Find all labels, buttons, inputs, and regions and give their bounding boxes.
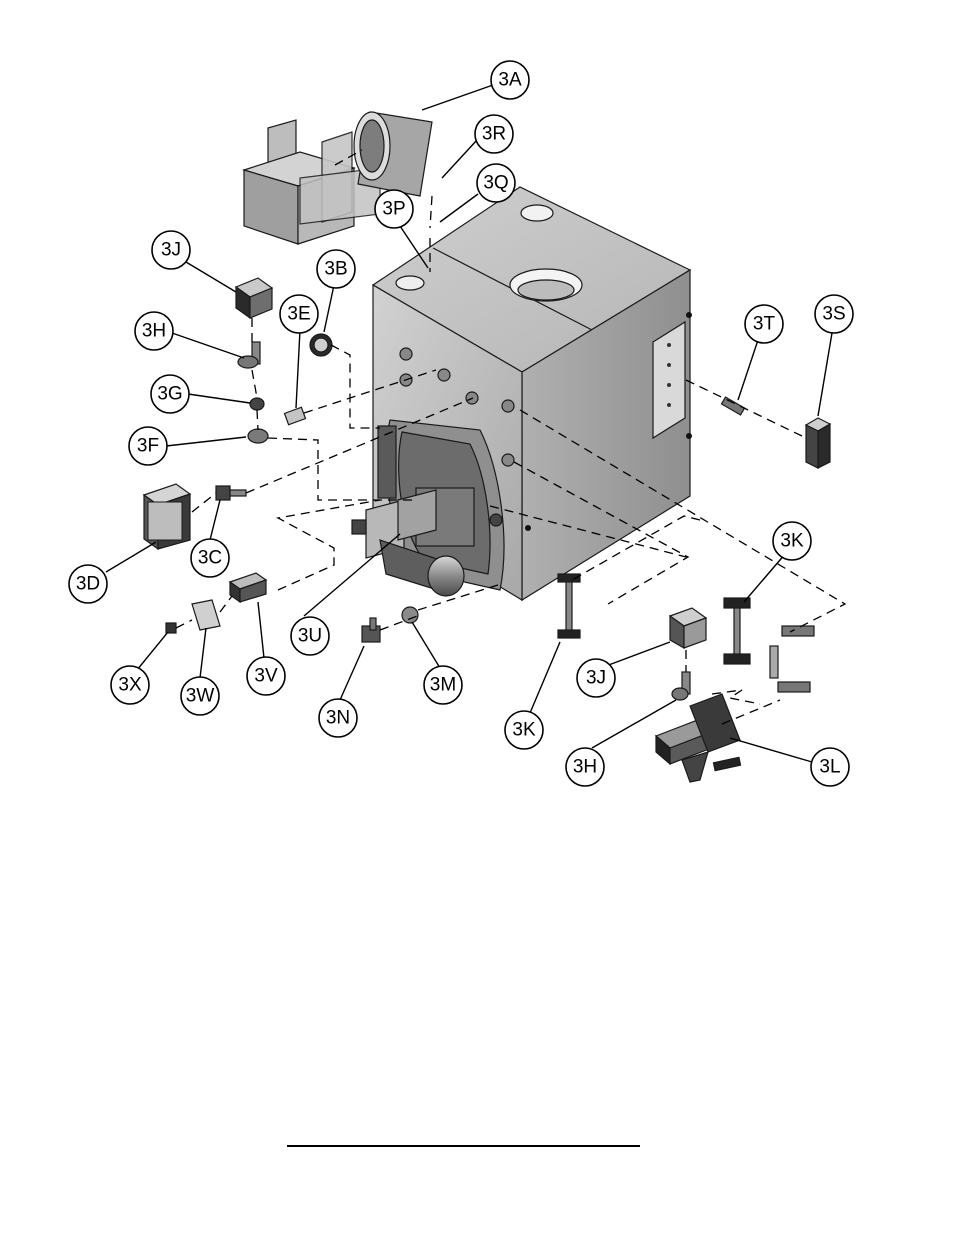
callout-3M: 3M xyxy=(423,665,463,705)
bushing-3X xyxy=(165,622,177,634)
bushing-3M xyxy=(401,606,419,624)
terminal-block-3V xyxy=(228,572,268,604)
gauge-glass-3K-left xyxy=(557,573,581,639)
callout-3W: 3W xyxy=(180,676,220,716)
callout-3J-top: 3J xyxy=(151,230,191,270)
callout-3E: 3E xyxy=(279,294,319,334)
leader-lines xyxy=(105,84,833,763)
svg-text:3M: 3M xyxy=(430,675,456,696)
callout-3J-bottom: 3J xyxy=(576,658,616,698)
svg-text:3H: 3H xyxy=(573,757,597,778)
pressure-tee-3H-bottom xyxy=(671,671,691,701)
fitting-3E xyxy=(283,406,307,426)
callout-3A: 3A xyxy=(490,60,530,100)
gauge-glass-3K-right xyxy=(723,597,815,693)
callout-3S: 3S xyxy=(814,294,854,334)
svg-text:3N: 3N xyxy=(326,708,350,729)
svg-text:3C: 3C xyxy=(198,548,222,569)
callout-3K-bottom: 3K xyxy=(504,710,544,750)
callout-3H-bottom: 3H xyxy=(565,747,605,787)
svg-text:3G: 3G xyxy=(157,384,182,405)
svg-text:3B: 3B xyxy=(324,259,347,280)
oil-burner-3U xyxy=(351,487,475,597)
svg-text:3J: 3J xyxy=(161,240,181,261)
callout-3C: 3C xyxy=(190,538,230,578)
callout-3K-right: 3K xyxy=(772,521,812,561)
svg-text:3K: 3K xyxy=(512,720,536,741)
svg-text:3P: 3P xyxy=(382,199,405,220)
callout-3B: 3B xyxy=(316,249,356,289)
svg-text:3A: 3A xyxy=(498,70,522,91)
control-box-3D xyxy=(142,483,192,551)
callout-3F: 3F xyxy=(128,426,168,466)
callout-3H-top: 3H xyxy=(134,311,174,351)
temperature-sensor-3T xyxy=(720,396,746,416)
junction-box-3J-bottom xyxy=(668,607,708,650)
svg-text:3U: 3U xyxy=(298,626,322,647)
callout-3N: 3N xyxy=(318,698,358,738)
aquastat-3S xyxy=(804,417,832,469)
callout-3U: 3U xyxy=(290,616,330,656)
gauge-3B xyxy=(309,333,333,357)
svg-text:3X: 3X xyxy=(118,675,142,696)
plate-3W xyxy=(191,599,221,631)
svg-text:3E: 3E xyxy=(287,304,310,325)
svg-text:3W: 3W xyxy=(186,686,215,707)
callout-3T: 3T xyxy=(744,304,784,344)
svg-text:3F: 3F xyxy=(137,436,159,457)
vent-damper-3A xyxy=(353,111,433,197)
svg-text:3Q: 3Q xyxy=(483,173,508,194)
pressure-tee-3H-top xyxy=(237,341,261,369)
svg-text:3T: 3T xyxy=(753,314,776,335)
drain-valve-3N xyxy=(361,617,381,643)
elbow-3F xyxy=(247,428,269,444)
callout-3V: 3V xyxy=(246,656,286,696)
svg-text:3D: 3D xyxy=(76,574,100,595)
svg-text:3J: 3J xyxy=(586,668,606,689)
callout-3X: 3X xyxy=(110,665,150,705)
callout-3Q: 3Q xyxy=(476,163,516,203)
callout-3R: 3R xyxy=(474,114,514,154)
callout-3L: 3L xyxy=(810,747,850,787)
callout-3D: 3D xyxy=(68,564,108,604)
svg-text:3V: 3V xyxy=(254,666,278,687)
callout-3P: 3P xyxy=(374,189,414,229)
limit-control-3C xyxy=(215,485,247,501)
nipple-3G xyxy=(249,397,265,411)
svg-text:3H: 3H xyxy=(142,321,166,342)
assembly-lines xyxy=(175,149,847,725)
svg-text:3S: 3S xyxy=(822,304,845,325)
svg-text:3R: 3R xyxy=(482,124,506,145)
low-water-cutoff-3L xyxy=(654,693,742,783)
svg-text:3K: 3K xyxy=(780,531,804,552)
callout-3G: 3G xyxy=(150,374,190,414)
svg-text:3L: 3L xyxy=(819,757,840,778)
junction-box-3J-top xyxy=(234,277,274,320)
